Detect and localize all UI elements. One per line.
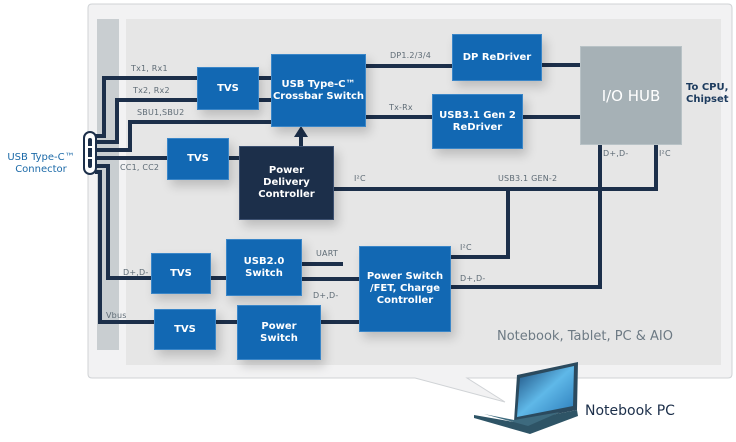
signal-vbus-label: Vbus xyxy=(106,311,127,320)
connector-label: USB Type-C™ Connector xyxy=(7,152,75,175)
io-hub-block: I/O HUB xyxy=(580,46,682,145)
signal-sbu-label: SBU1,SBU2 xyxy=(137,108,185,117)
dp-redriver-block: DP ReDriver xyxy=(452,34,542,81)
cpu-chipset-label: To CPU, Chipset xyxy=(686,82,729,105)
signal-fet-i2c-label: I²C xyxy=(460,243,472,252)
signal-uart-label: UART xyxy=(316,249,338,258)
pin-gap xyxy=(88,157,92,159)
tvs-vbus-block: TVS xyxy=(154,309,216,350)
power-delivery-controller-block: Power Delivery Controller xyxy=(239,146,334,220)
signal-cc-label: CC1, CC2 xyxy=(120,163,160,172)
tvs-top-block: TVS xyxy=(197,67,259,110)
signal-hub-i2c-label: I²C xyxy=(659,149,671,158)
laptop-icon xyxy=(474,362,578,434)
arrow-head xyxy=(294,126,308,137)
wire-usb2 xyxy=(95,164,155,280)
wire-pd-i2c xyxy=(334,144,658,191)
notebook-pc-label: Notebook PC xyxy=(585,403,675,419)
signal-fet-dpdm-label: D+,D- xyxy=(460,274,486,283)
signal-tx2rx2-label: Tx2, Rx2 xyxy=(133,86,170,95)
crossbar-switch-block: USB Type-C™ Crossbar Switch xyxy=(271,54,366,127)
wire-hub-dpdm xyxy=(450,144,602,289)
pin-gap xyxy=(88,146,92,148)
platform-title: Notebook, Tablet, PC & AIO xyxy=(497,329,673,344)
signal-pwr-dpdm-label: D+,D- xyxy=(313,291,339,300)
wire-sbu xyxy=(95,120,275,152)
wire-tx2rx2 xyxy=(95,98,200,144)
wire-vbus xyxy=(95,170,155,324)
power-fet-charge-controller-block: Power Switch /FET, Charge Controller xyxy=(359,246,451,332)
signal-usb2-dpdm-label: D+,D- xyxy=(123,268,149,277)
signal-pd-i2c-label: I²C xyxy=(354,174,366,183)
signal-usb31gen2-label: USB3.1 GEN-2 xyxy=(498,174,558,183)
connector-pins xyxy=(88,138,92,168)
tvs-usb2-block: TVS xyxy=(151,253,211,294)
wire-fet-i2c xyxy=(450,189,510,259)
signal-hub-dpdm-label: D+,D- xyxy=(603,149,629,158)
usb31-redriver-block: USB3.1 Gen 2 ReDriver xyxy=(432,94,523,149)
signal-dp-label: DP1.2/3/4 xyxy=(390,51,432,60)
signal-txrx-label: Tx-Rx xyxy=(389,103,413,112)
tvs-cc-block: TVS xyxy=(167,138,229,180)
signal-tx1rx1-label: Tx1, Rx1 xyxy=(131,64,168,73)
power-switch-block: Power Switch xyxy=(237,305,321,360)
usb2-switch-block: USB2.0 Switch xyxy=(226,239,302,296)
wire-tx1rx1 xyxy=(95,76,200,138)
